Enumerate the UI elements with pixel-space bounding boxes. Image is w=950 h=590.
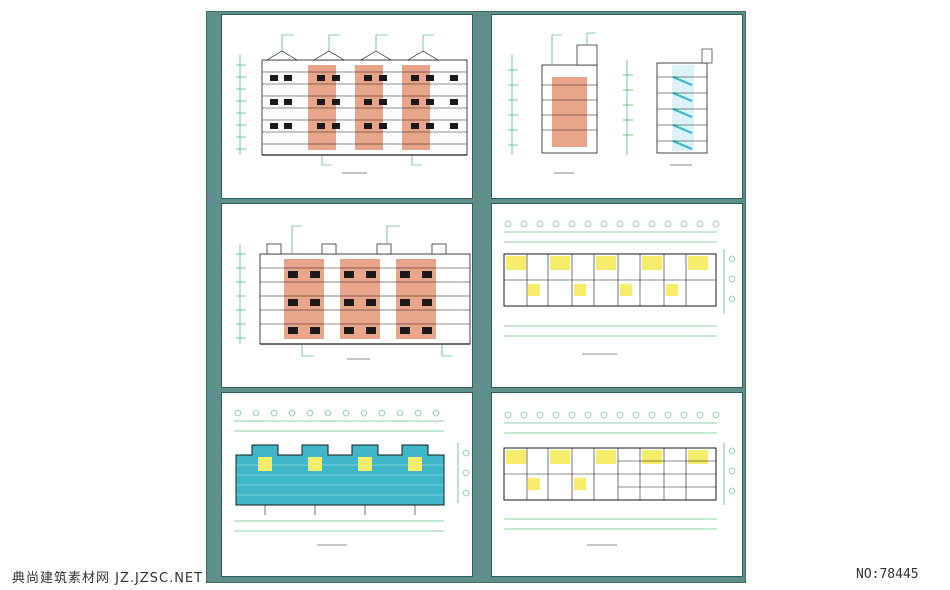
panel-front-elevation[interactable] <box>221 14 473 199</box>
panel-side-elevation-section[interactable] <box>491 14 743 199</box>
panel-roof-plan[interactable] <box>221 392 473 577</box>
front-elevation-drawing <box>236 34 468 174</box>
roof-plan-drawing <box>234 409 470 546</box>
floor-plan-1-drawing <box>503 220 736 355</box>
panel-rear-elevation[interactable] <box>221 203 473 388</box>
side-elevation-drawing <box>508 32 713 174</box>
panel-floor-plan-2[interactable] <box>491 392 743 577</box>
watermark-number: NO:78445 <box>856 567 919 582</box>
drawing-sheet <box>206 11 746 583</box>
panel-floor-plan-1[interactable] <box>491 203 743 388</box>
watermark-site: 典尚建筑素材网 JZ.JZSC.NET <box>12 571 204 586</box>
floor-plan-2-drawing <box>503 411 736 546</box>
rear-elevation-drawing <box>236 225 471 360</box>
